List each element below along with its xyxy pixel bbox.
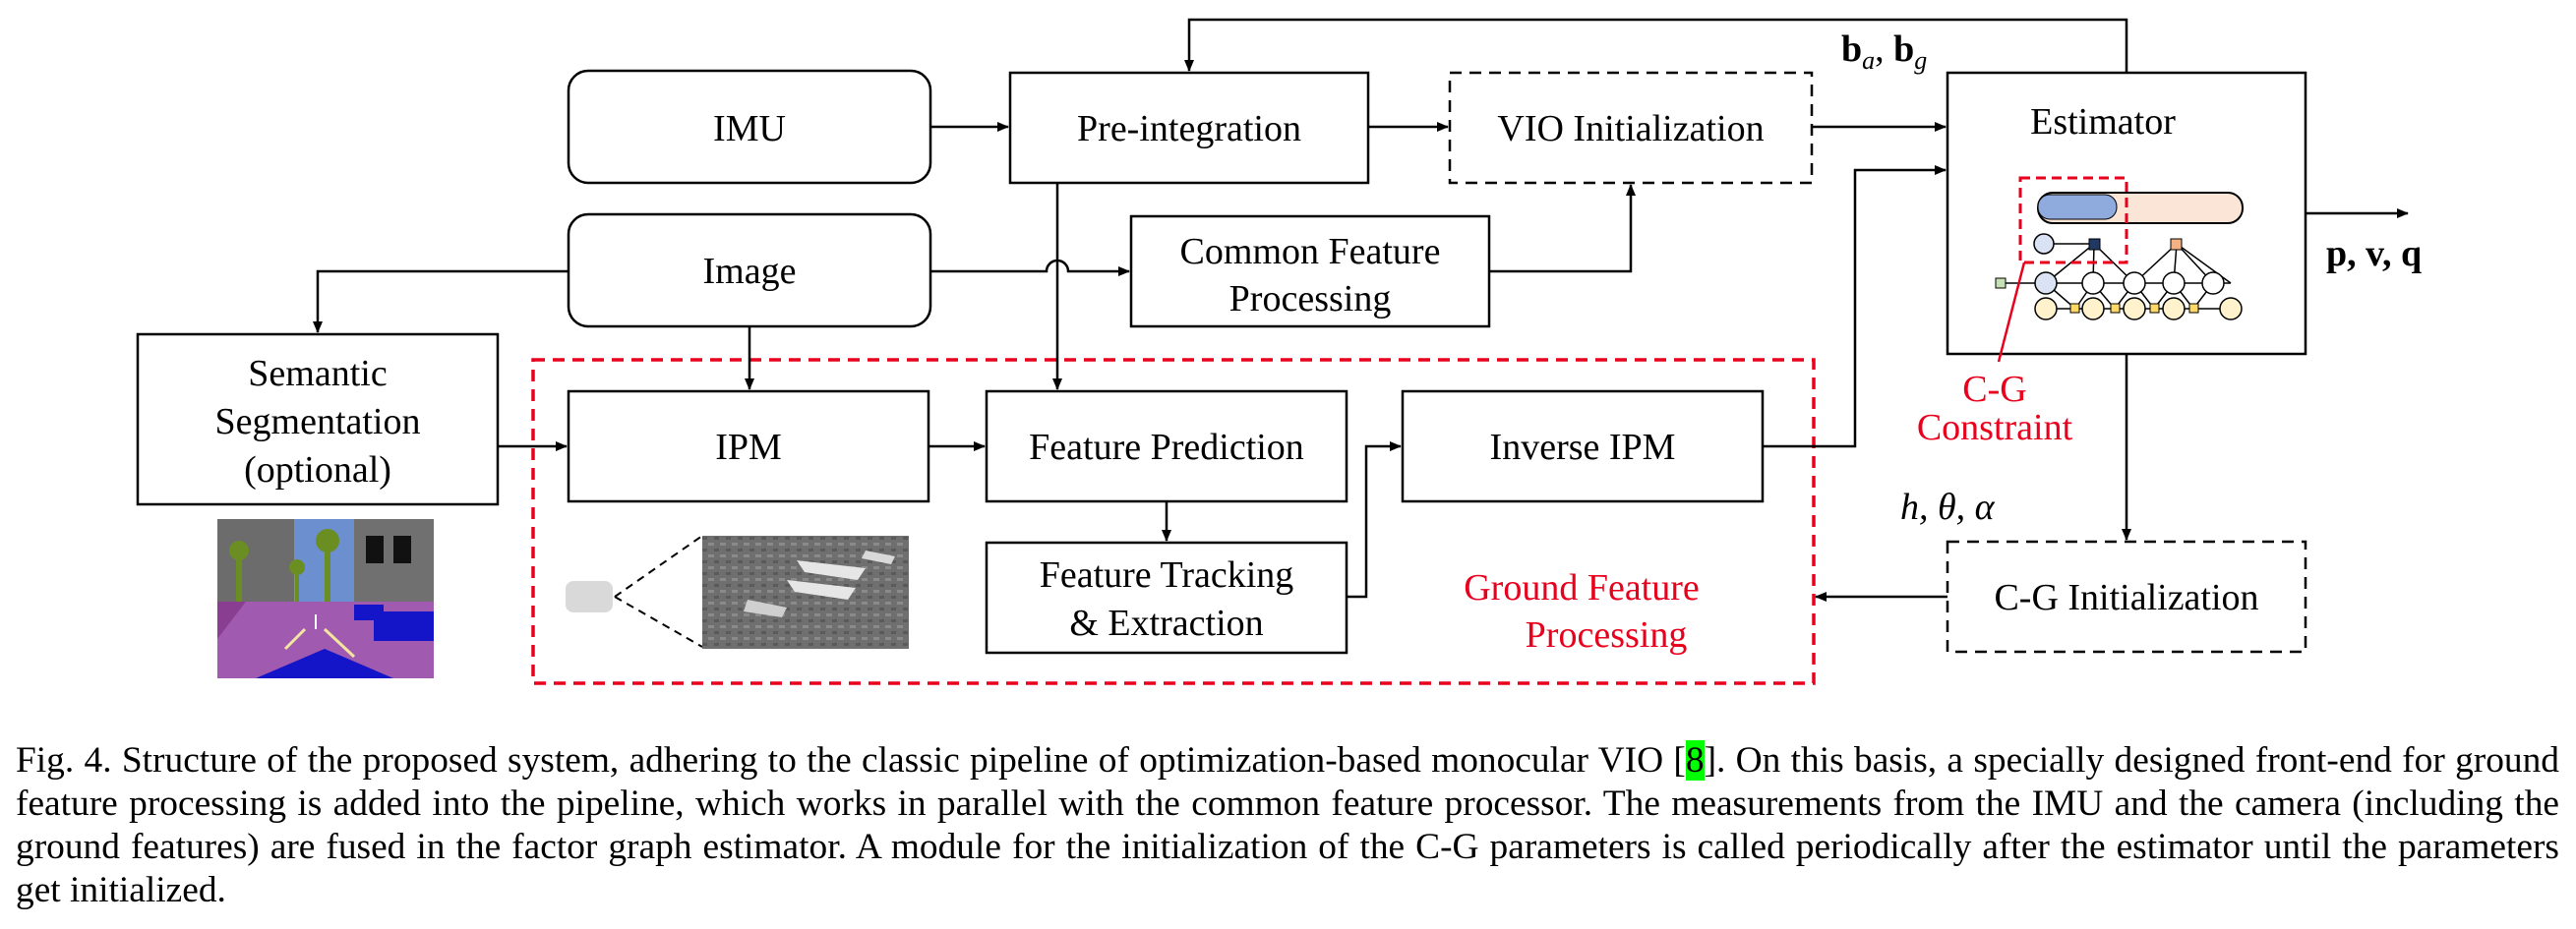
- estimator-label: Estimator: [2030, 101, 2176, 143]
- semantic-segmentation-line-1: Semantic: [248, 353, 387, 394]
- ipm-image: [566, 535, 909, 649]
- common-feature-processing-line-2: Processing: [1229, 278, 1392, 319]
- caption-prefix: Fig. 4. Structure of the proposed system…: [16, 740, 1686, 781]
- system-structure-diagram: IMU Pre-integration VIO Initialization E…: [136, 18, 2422, 685]
- feature-tracking-line-1: Feature Tracking: [1040, 554, 1294, 596]
- feature-prediction-label: Feature Prediction: [1029, 427, 1304, 468]
- caption-suffix: ]. On this basis, a specially designed f…: [16, 740, 2559, 910]
- semantic-segmentation-block: [136, 332, 500, 506]
- cg-constraint-line-1: C-G: [1962, 369, 2026, 410]
- factor-graph-marginal-bar: [2037, 194, 2118, 220]
- feature-tracking-block: [985, 541, 1348, 655]
- vio-initialization-label: VIO Initialization: [1497, 108, 1764, 149]
- imu-label: IMU: [713, 108, 786, 149]
- semantic-segmentation-line-3: (optional): [244, 449, 391, 491]
- cg-constraint-highlight: [2018, 176, 2128, 264]
- ground-feature-processing-line-1: Ground Feature: [1464, 567, 1700, 609]
- cg-initialization-block: [1946, 540, 2307, 654]
- figure-caption: Fig. 4. Structure of the proposed system…: [16, 739, 2559, 912]
- semantic-segmentation-line-2: Segmentation: [215, 401, 421, 442]
- common-feature-processing-block: [1129, 214, 1491, 328]
- factor-graph: [1995, 176, 2244, 363]
- common-feature-processing-line-1: Common Feature: [1180, 231, 1441, 272]
- ground-feature-processing-region: [531, 358, 1816, 685]
- ipm-block: [567, 389, 930, 503]
- connections: [313, 18, 2409, 602]
- preintegration-block: [1008, 71, 1370, 185]
- bias-label: ba, bg: [1841, 29, 1927, 75]
- feature-tracking-line-2: & Extraction: [1069, 603, 1263, 644]
- image-label: Image: [703, 251, 797, 292]
- cg-initialization-label: C-G Initialization: [1994, 577, 2258, 618]
- inverse-ipm-label: Inverse IPM: [1490, 427, 1676, 468]
- vio-initialization-block: [1448, 71, 1814, 185]
- segmentation-image: [217, 519, 434, 678]
- preintegration-label: Pre-integration: [1077, 108, 1301, 149]
- feature-prediction-block: [985, 389, 1348, 503]
- cg-params-label: h, θ, α: [1900, 487, 1996, 528]
- cg-constraint-line-2: Constraint: [1917, 407, 2073, 448]
- ipm-label: IPM: [715, 427, 782, 468]
- ground-feature-processing-line-2: Processing: [1526, 614, 1688, 656]
- citation-link[interactable]: 8: [1685, 740, 1705, 781]
- output-label: p, v, q: [2326, 233, 2422, 274]
